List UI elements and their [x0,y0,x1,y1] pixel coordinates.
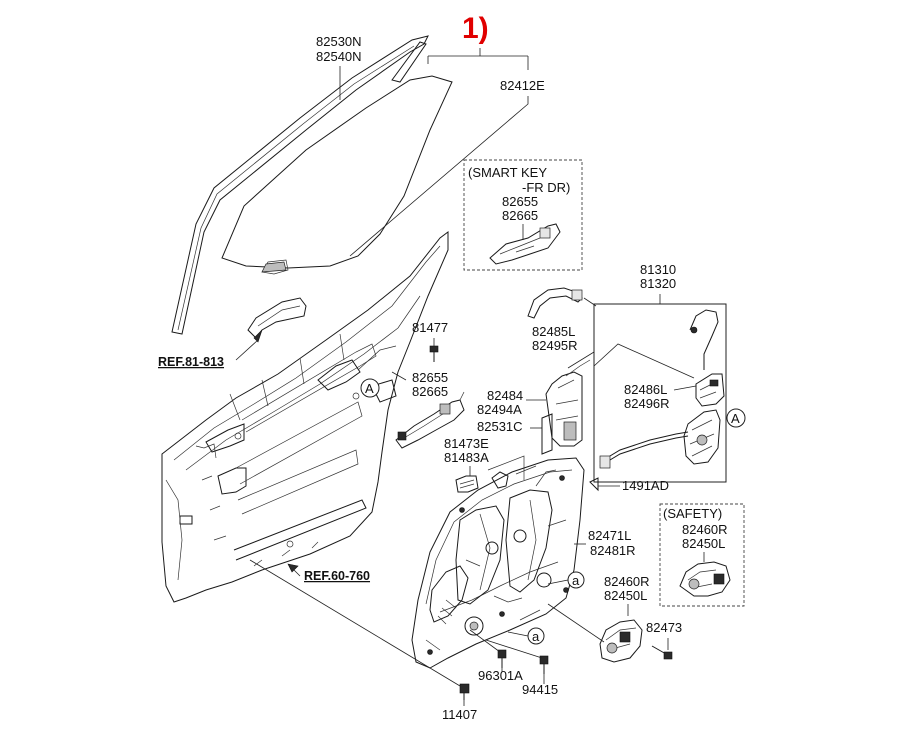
label-handle-2: 82665 [412,384,448,399]
handle-bracket [545,359,591,447]
label-bolt-81477: 81477 [412,320,448,335]
leader-bolt-11407 [419,661,465,706]
window-motor [599,619,643,663]
label-bolt-94415: 94415 [522,682,558,697]
tag-small-a-2-label: a [532,629,540,644]
label-bolt-11407: 11407 [442,707,477,722]
safety-box [659,503,745,607]
tag-a-latch [726,408,746,428]
callout-bracket [427,48,529,70]
label-outside-handle-2: 82495R [532,338,578,353]
label-glass-run-2: 82540N [316,49,362,64]
label-latch-1: 81310 [640,262,676,277]
bolt-82473 [651,645,673,660]
leader-handle [391,371,407,381]
leader-cable [673,385,697,391]
label-motor-1: 82460R [604,574,650,589]
smart-key-title-2: -FR DR) [522,180,570,195]
label-outside-handle-1: 82485L [532,324,575,339]
glass-run-channel [171,35,429,335]
label-channel: 82531C [477,419,523,434]
bolt-11407 [459,683,470,700]
smart-key-title-1: (SMART KEY [468,165,547,180]
leader-ref-glass [235,339,259,361]
striker [455,475,479,493]
label-motor-2: 82450L [604,588,647,603]
ref-door: REF.60-760 [304,569,370,583]
label-regulator-1: 82471L [588,528,631,543]
arrow-ref-glass [253,329,263,343]
label-bolt-96301: 96301A [478,668,523,683]
tag-a-frame [360,378,380,398]
label-handle-1: 82655 [412,370,448,385]
latch-assembly [599,309,725,469]
label-cable-2: 82496R [624,396,670,411]
label-cable-1: 82486L [624,382,667,397]
channel [541,413,553,455]
bolt-81477 [429,345,439,362]
leader-latch-bracket [593,343,695,379]
leader-glass [349,96,529,257]
bolt-94415 [539,655,549,674]
safety-title: (SAFETY) [663,506,722,521]
label-striker-2: 81483A [444,450,489,465]
leader-tag-a-1 [547,579,569,585]
label-bracket-1: 82484 [487,388,523,403]
label-bracket-2: 82494A [477,402,522,417]
inside-handle [395,391,465,449]
label-glass: 82412E [500,78,545,93]
label-latch-2: 81320 [640,276,676,291]
smart-key-handle [489,223,561,265]
label-striker-1: 81473E [444,436,489,451]
safety-part-2: 82450L [682,536,725,551]
outer-handle-cover [247,297,307,339]
smart-key-part-2: 82665 [502,208,538,223]
safety-part-1: 82460R [682,522,728,537]
tag-a-latch-label: A [731,411,740,426]
tag-a-frame-label: A [365,381,374,396]
leader-bracket-latch [567,351,595,369]
leader-bottom-bolts [469,629,543,659]
label-glass-run-1: 82530N [316,34,362,49]
outside-handle-frame [527,287,583,319]
label-bolt-82473: 82473 [646,620,682,635]
leader-motor-panel [547,603,605,643]
door-module-panel [411,455,585,669]
tag-small-a-1-label: a [572,573,580,588]
door-frame [161,231,449,603]
screw-1491 [589,477,599,492]
safety-motor [679,561,731,597]
label-regulator-2: 82481R [590,543,636,558]
arrow-ref-door [287,563,299,573]
door-glass [221,75,453,275]
latch-box [593,303,727,483]
label-screw-1491: 1491AD [622,478,669,493]
leader-tag-a-2 [507,631,529,637]
ref-glass: REF.81-813 [158,355,224,369]
callout-number: 1) [462,12,489,45]
leader-frame-to-bolt [249,559,421,663]
smart-key-part-1: 82655 [502,194,538,209]
bolt-96301 [497,649,507,668]
smart-key-box [463,159,583,271]
